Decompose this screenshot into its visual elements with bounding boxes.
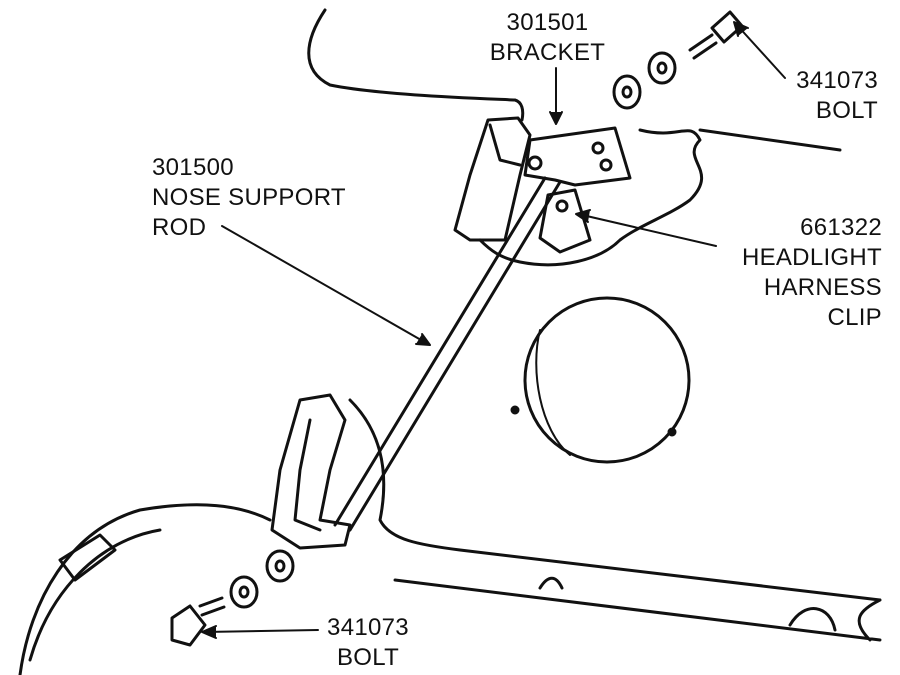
leader-clip [577,213,717,247]
clip-name-line1: HEADLIGHT [741,244,882,271]
bracket-name: BRACKET [489,39,606,66]
bottom-washer-1 [265,549,295,583]
hood-edge [307,8,525,122]
headlight-ring [523,296,691,464]
nose-support-rod [333,176,562,532]
leader-bottom-bolt [203,629,319,633]
label-top-bolt: 341073 BOLT [760,66,878,126]
label-bracket: 301501 BRACKET [470,8,625,68]
fender-panel [478,128,842,267]
rod-name-line1: NOSE SUPPORT [152,184,346,211]
rod-name-line2: ROD [152,214,207,241]
top-bolt-name: BOLT [815,97,878,124]
wheel-well [18,503,272,675]
bottom-washer-2 [229,575,259,609]
leader-rod [221,225,429,345]
label-rod: 301500 NOSE SUPPORT ROD [152,153,392,243]
rod-part-number: 301500 [152,154,234,181]
label-bottom-bolt: 341073 BOLT [318,613,418,673]
lower-mount [270,393,352,550]
top-bolt-part-number: 341073 [796,67,878,94]
label-clip: 661322 HEADLIGHT HARNESS CLIP [700,213,882,333]
clip-part-number: 661322 [800,214,882,241]
bottom-bolt [170,596,226,647]
top-bolt [688,10,744,60]
top-washer-2 [647,51,677,85]
top-washer-1 [612,74,642,110]
leader-top-bolt [735,23,786,79]
bottom-bolt-name: BOLT [336,644,400,671]
bracket-part-number: 301501 [506,9,589,36]
headlight-ring-inner [535,329,571,456]
lower-panel [348,398,882,642]
upper-mount [453,116,532,242]
bottom-bolt-part-number: 341073 [327,614,409,641]
clip-name-line2: HARNESS [763,274,882,301]
bracket-301501 [523,126,632,187]
harness-clip [538,188,592,254]
clip-name-line3: CLIP [827,304,882,331]
